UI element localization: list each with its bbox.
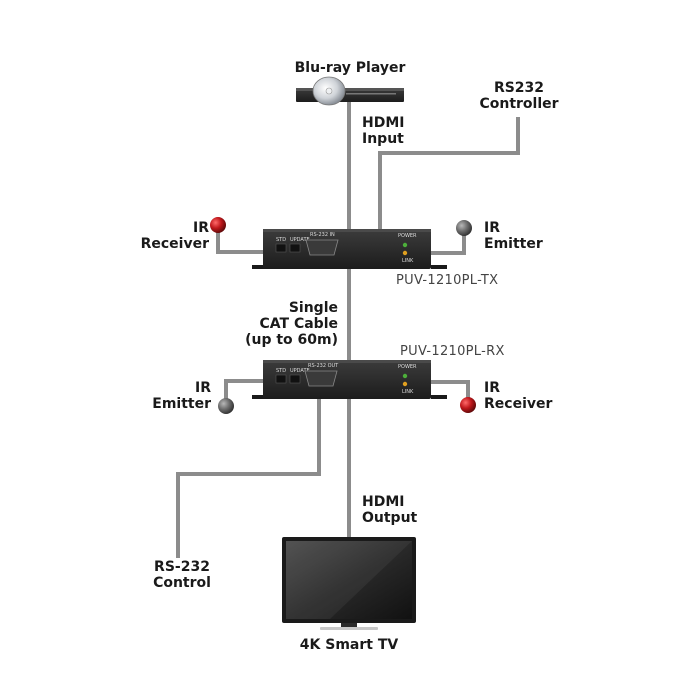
cables (176, 100, 520, 558)
tx-ir-emitter-label: IR Emitter (484, 220, 543, 252)
tv-icon (282, 537, 416, 630)
rx-std-switch (275, 374, 287, 384)
rx-ir-receiver-icon (460, 397, 476, 413)
rx-ir-receiver-cable (430, 380, 470, 400)
rs232-control-cable (176, 395, 321, 558)
tv-label: 4K Smart TV (299, 637, 399, 653)
rx-ir-receiver-label: IR Receiver (484, 380, 553, 412)
rx-led-power-label: POWER (398, 364, 417, 370)
bluray-player-icon (296, 76, 404, 106)
rx-power-led (402, 373, 408, 379)
tx-ir-receiver-label: IR Receiver (140, 220, 209, 252)
bluray-player-label: Blu-ray Player (294, 60, 406, 76)
rx-unit: STD UPDATE RS-232 OUT POWER LINK (252, 360, 447, 399)
tx-update-switch (289, 243, 301, 253)
rs232-controller-cable (378, 117, 520, 235)
rx-update-switch (289, 374, 301, 384)
rx-led-link-label: LINK (402, 389, 414, 395)
tx-model-label: PUV-1210PL-TX (396, 273, 499, 288)
rx-port-rs232: RS-232 OUT (308, 363, 339, 369)
tx-power-led (402, 242, 408, 248)
rx-port-update: UPDATE (290, 368, 310, 374)
tx-port-std: STD (276, 237, 286, 243)
tx-ir-emitter-cable (430, 232, 466, 255)
cat-cable-label: Single CAT Cable (up to 60m) (245, 300, 338, 348)
tx-ir-receiver-icon (210, 217, 226, 233)
rx-ir-emitter-cable (224, 379, 268, 405)
rx-link-led (402, 381, 408, 387)
tx-ir-emitter-icon (456, 220, 472, 236)
tx-db9-port (305, 239, 339, 256)
tx-ir-receiver-cable (216, 225, 268, 254)
tx-led-power-label: POWER (398, 233, 417, 239)
tx-unit: STD UPDATE RS-232 IN POWER LINK (252, 229, 447, 269)
rx-port-std: STD (276, 368, 286, 374)
hdmi-output-label: HDMI Output (362, 494, 418, 526)
tx-std-switch (275, 243, 287, 253)
tx-link-led (402, 250, 408, 256)
rx-ir-emitter-icon (218, 398, 234, 414)
tx-led-link-label: LINK (402, 258, 414, 264)
tx-port-rs232: RS-232 IN (310, 232, 335, 238)
rx-ir-emitter-label: IR Emitter (152, 380, 211, 412)
hdmi-input-label: HDMI Input (362, 115, 405, 147)
rx-db9-port (304, 370, 338, 387)
rs232-controller-label: RS232 Controller (479, 80, 559, 112)
rs232-control-label: RS-232 Control (153, 559, 211, 591)
rx-model-label: PUV-1210PL-RX (400, 344, 505, 359)
tx-port-update: UPDATE (290, 237, 310, 243)
